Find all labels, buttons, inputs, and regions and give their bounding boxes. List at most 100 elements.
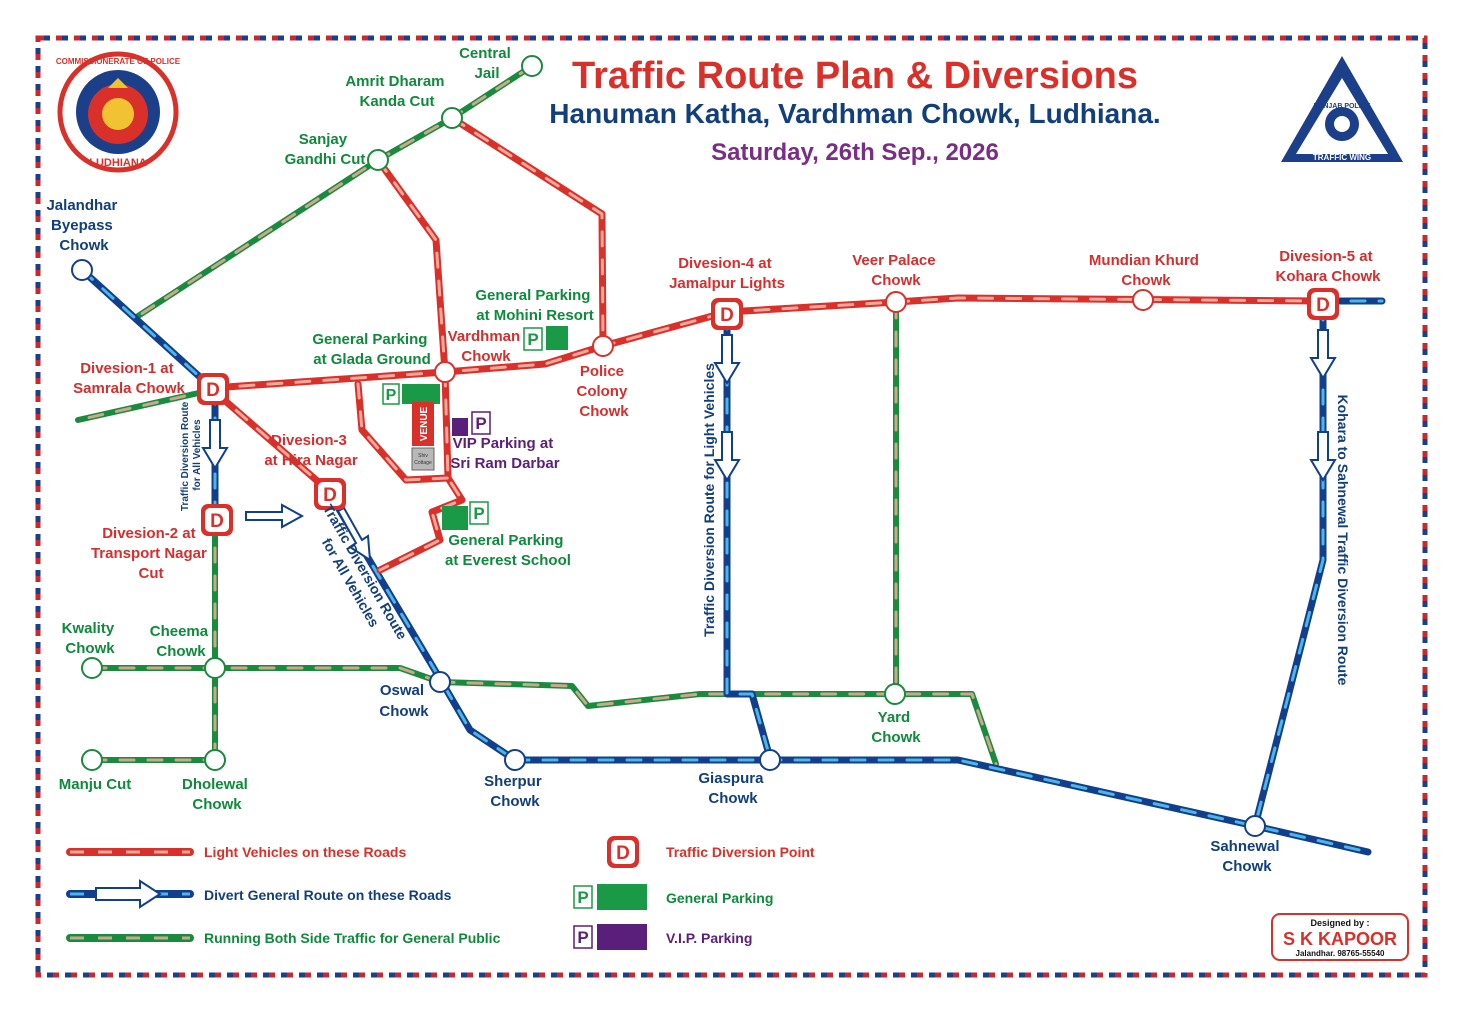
diversion-labels: Divesion-1 at Samrala Chowk Divesion-2 a… <box>73 248 1381 582</box>
diversion-marker-label: D <box>1316 295 1330 316</box>
legend-green-road: Running Both Side Traffic for General Pu… <box>66 930 501 946</box>
label-diversion-5: Divesion-5 at Kohara Chowk <box>1275 248 1381 285</box>
commissionerate-logo: COMMISSIONERATE OF POLICE LUDHIANA <box>56 51 181 173</box>
venue-label: VENUE <box>419 406 430 441</box>
parking-marker-label: P <box>386 387 397 404</box>
label-jalandhar-byepass: Jalandhar Byepass Chowk <box>46 197 121 254</box>
page-frame-inner <box>35 35 1428 978</box>
label-oswal: Oswal Chowk <box>379 682 429 720</box>
label-sanjay-gandhi: Sanjay Gandhi Cut <box>285 131 366 168</box>
label-parking-mohini: General Parking at Mohini Resort <box>475 287 594 324</box>
label-parking-glada: General Parking at Glada Ground <box>312 331 431 368</box>
arrow-down-icon <box>1309 329 1337 380</box>
label-kohara-route: Kohara to Sahnewal Traffic Diversion Rou… <box>1335 395 1351 686</box>
parking-vip-marker: P <box>471 411 491 435</box>
parking-marker-label: P <box>473 504 484 523</box>
legend-vip-parking-marker: P <box>577 928 588 947</box>
arrow-diag-icon <box>336 506 372 562</box>
road-central-jail-samrala <box>132 63 535 321</box>
label-central-jail: Central Jail <box>459 45 515 82</box>
node-central-jail <box>521 55 543 77</box>
label-cheema: Cheema Chowk <box>150 623 213 660</box>
legend-blue-road: Divert General Route on these Roads <box>66 879 452 909</box>
diversion-marker-label: D <box>720 305 734 326</box>
parking-glada-marker: P <box>382 383 400 405</box>
road-samrala-west-dash <box>76 388 214 422</box>
node-sanjay-gandhi <box>367 149 389 171</box>
parking-marker-label: P <box>475 414 486 433</box>
label-sahnewal: Sahnewal Chowk <box>1210 838 1283 875</box>
label-dholewal: Dholewal Chowk <box>182 776 252 813</box>
legend-diversion-label: Traffic Diversion Point <box>666 844 815 860</box>
road-jalandhar-samrala-dash <box>80 268 214 390</box>
label-mundian-khurd: Mundian Khurd Chowk <box>1089 252 1203 289</box>
diversion-marker-2: D <box>201 504 233 536</box>
diversion-marker-label: D <box>206 380 220 401</box>
parking-areas: P P P P VENUE Shiv Cottage <box>382 326 568 530</box>
legend-general-parking-marker: P <box>577 888 588 907</box>
legend-green-label: Running Both Side Traffic for General Pu… <box>204 930 501 946</box>
legend-diversion: D Traffic Diversion Point <box>607 836 815 868</box>
node-sahnewal <box>1244 815 1266 837</box>
label-parking-vip: VIP Parking at Sri Ram Darbar <box>450 435 559 472</box>
label-diversion-2: Divesion-2 at Transport Nagar Cut <box>91 525 211 582</box>
legend: Light Vehicles on these Roads Divert Gen… <box>66 836 815 950</box>
node-giaspura <box>759 749 781 771</box>
label-samrala-route: Traffic Diversion Route for All Vehicles <box>180 399 203 511</box>
node-sherpur <box>504 749 526 771</box>
road-jamalpur-kohara-dash <box>725 296 1325 314</box>
parking-mohini-area <box>546 326 568 350</box>
designer-credit: Designed by : S K KAPOOR Jalandhar. 9876… <box>1271 913 1409 961</box>
road-kohara-sahnewal <box>1251 302 1327 830</box>
venue-block <box>412 402 434 446</box>
route-labels: Traffic Diversion Route for All Vehicles… <box>180 363 1351 686</box>
node-yard <box>884 683 906 705</box>
road-kohara-sahnewal-dash <box>1253 304 1325 828</box>
road-amrit-police-dash <box>450 116 605 348</box>
venue-building-line2: Cottage <box>414 460 432 466</box>
road-samrala-hira-dash <box>213 390 332 494</box>
credit-name: S K KAPOOR <box>1283 929 1397 949</box>
arrow-down-icon <box>1309 431 1337 482</box>
label-kwality: Kwality Chowk <box>62 620 119 657</box>
label-veer-palace: Veer Palace Chowk <box>852 252 940 289</box>
map-date: Saturday, 26th Sep., 2026 <box>711 139 999 166</box>
node-kwality <box>81 657 103 679</box>
green-roads <box>75 63 999 767</box>
label-diversion-1: Divesion-1 at Samrala Chowk <box>73 360 185 397</box>
node-oswal <box>429 671 451 693</box>
logo-left-bottom: LUDHIANA <box>89 157 146 169</box>
venue-building <box>411 447 435 471</box>
node-police-colony <box>592 335 614 357</box>
road-sanjay-vardhman-dash <box>376 158 447 374</box>
arrow-right-icon <box>245 503 305 529</box>
road-jamalpur-giaspura-dash <box>725 313 772 760</box>
parking-glada-area <box>402 384 440 404</box>
road-samrala-vardhman-jamalpur <box>208 308 731 392</box>
legend-vip-parking-label: V.I.P. Parking <box>666 930 752 946</box>
road-oswal-yard-dash <box>438 680 998 766</box>
parking-everest-area <box>442 506 468 530</box>
node-vardhman <box>434 361 456 383</box>
node-veer-palace <box>885 291 907 313</box>
legend-vip-parking: P V.I.P. Parking <box>573 924 752 950</box>
legend-general-parking-label: General Parking <box>666 890 773 906</box>
label-parking-everest: General Parking at Everest School <box>445 532 571 569</box>
legend-general-parking: P General Parking <box>573 884 773 910</box>
legend-blue-label: Divert General Route on these Roads <box>204 887 452 903</box>
parking-mohini-marker: P <box>523 327 543 351</box>
label-light-route: Traffic Diversion Route for Light Vehicl… <box>701 363 717 637</box>
diversion-arrows <box>201 329 1337 562</box>
node-jalandhar-byepass <box>71 259 93 281</box>
label-diversion-4: Divesion-4 at Jamalpur Lights <box>669 255 785 292</box>
chowk-nodes <box>71 55 1266 837</box>
road-venue-loop <box>354 380 452 484</box>
diversion-marker-label: D <box>210 511 224 532</box>
credit-contact: Jalandhar. 98765-55540 <box>1296 949 1386 958</box>
label-sherpur: Sherpur Chowk <box>484 773 546 810</box>
node-mundian-khurd <box>1132 289 1154 311</box>
legend-red-label: Light Vehicles on these Roads <box>204 844 406 860</box>
logo-right-top: PUNJAB POLICE <box>1314 103 1371 110</box>
punjab-police-logo: PUNJAB POLICE TRAFFIC WING <box>1281 56 1403 162</box>
